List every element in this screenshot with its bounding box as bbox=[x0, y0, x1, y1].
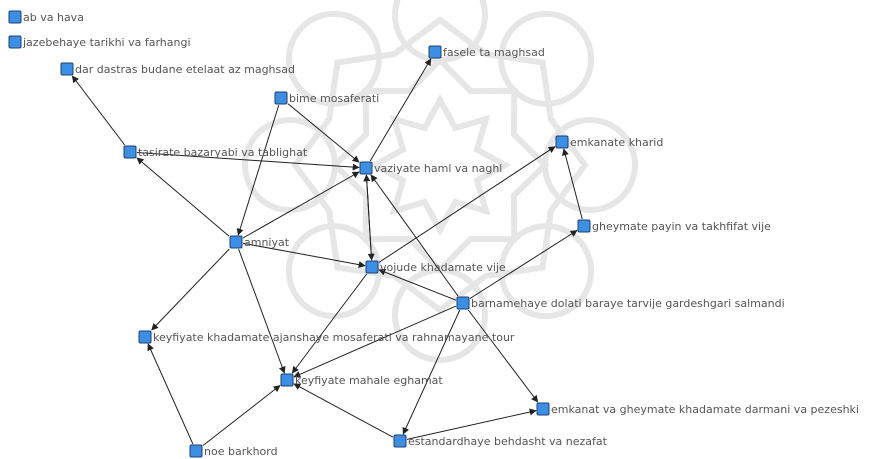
edges-layer bbox=[71, 58, 583, 446]
node-vaziyate[interactable]: vaziyate haml va naghl bbox=[359, 161, 502, 175]
node-label: ab va hava bbox=[23, 11, 84, 24]
node-jazebehaye[interactable]: jazebehaye tarikhi va farhangi bbox=[8, 35, 191, 49]
edge-vojude-to-emkanate_kharid bbox=[378, 146, 556, 263]
edge-vaziyate-to-fasele bbox=[369, 58, 432, 162]
node-keyfiyate_mahale[interactable]: keyfiyate mahale eghamat bbox=[280, 373, 443, 387]
node-label: emkanate kharid bbox=[570, 136, 663, 149]
node-fasele[interactable]: fasele ta maghsad bbox=[428, 45, 545, 59]
node-box[interactable] bbox=[138, 330, 152, 344]
node-vojude[interactable]: vojude khadamate vije bbox=[365, 260, 506, 274]
node-box[interactable] bbox=[456, 296, 470, 310]
node-amniyat[interactable]: amniyat bbox=[229, 235, 290, 249]
watermark-petal bbox=[242, 117, 338, 213]
edge-estandardhaye-to-emkanat_gheymate bbox=[406, 408, 537, 440]
edge-amniyat-to-tasirate bbox=[136, 157, 230, 237]
node-label: vaziyate haml va naghl bbox=[374, 162, 502, 175]
node-label: dar dastras budane etelaat az maghsad bbox=[75, 63, 295, 76]
watermark-petal bbox=[498, 10, 595, 107]
node-keyfiyate_khadamate[interactable]: keyfiyate khadamate ajanshaye mosaferati… bbox=[138, 330, 515, 344]
edge-noe_barkhord-to-keyfiyate_mahale bbox=[202, 385, 281, 446]
node-box[interactable] bbox=[229, 235, 243, 249]
node-dar_dastras[interactable]: dar dastras budane etelaat az maghsad bbox=[60, 62, 295, 76]
node-label: fasele ta maghsad bbox=[443, 46, 545, 59]
nodes-layer: ab va hava jazebehaye tarikhi va farhangi… bbox=[8, 10, 859, 458]
node-noe_barkhord[interactable]: noe barkhord bbox=[189, 444, 278, 458]
node-box[interactable] bbox=[393, 434, 407, 448]
node-box[interactable] bbox=[123, 145, 137, 159]
node-gheymate[interactable]: gheymate payin va takhfifat vije bbox=[577, 219, 771, 233]
watermark-petal bbox=[542, 117, 638, 213]
edge-gheymate-to-emkanate_kharid bbox=[562, 148, 583, 220]
node-label: jazebehaye tarikhi va farhangi bbox=[22, 36, 191, 49]
node-box[interactable] bbox=[365, 260, 379, 274]
edge-bime-to-vaziyate bbox=[287, 103, 360, 163]
edge-barnamehaye-to-emkanat_gheymate bbox=[467, 309, 539, 403]
node-emkanat_gheymate[interactable]: emkanat va gheymate khadamate darmani va… bbox=[536, 402, 859, 416]
node-label: amniyat bbox=[244, 236, 290, 249]
node-box[interactable] bbox=[536, 402, 550, 416]
node-box[interactable] bbox=[577, 219, 591, 233]
edge-amniyat-to-vaziyate bbox=[242, 171, 360, 239]
node-label: noe barkhord bbox=[204, 445, 278, 458]
node-label: tasirate bazaryabi va tablighat bbox=[138, 146, 308, 159]
node-box[interactable] bbox=[60, 62, 74, 76]
node-bime[interactable]: bime mosaferati bbox=[274, 91, 379, 105]
node-estandardhaye[interactable]: estandardhaye behdasht va nezafat bbox=[393, 434, 608, 448]
node-label: vojude khadamate vije bbox=[380, 261, 506, 274]
node-label: emkanat va gheymate khadamate darmani va… bbox=[551, 403, 859, 416]
edge-tasirate-to-dar_dastras bbox=[71, 75, 126, 146]
edge-vojude-to-keyfiyate_mahale bbox=[291, 273, 368, 374]
node-label: keyfiyate khadamate ajanshaye mosaferati… bbox=[153, 331, 515, 344]
edge-barnamehaye-to-keyfiyate_mahale bbox=[293, 305, 457, 378]
node-box[interactable] bbox=[189, 444, 203, 458]
node-label: bime mosaferati bbox=[289, 92, 379, 105]
node-label: estandardhaye behdasht va nezafat bbox=[408, 435, 608, 448]
node-box[interactable] bbox=[8, 35, 22, 49]
node-emkanate_kharid[interactable]: emkanate kharid bbox=[555, 135, 663, 149]
watermark-petal bbox=[392, 267, 488, 363]
node-label: gheymate payin va takhfifat vije bbox=[592, 220, 771, 233]
node-box[interactable] bbox=[8, 10, 22, 24]
node-ab_va_hava[interactable]: ab va hava bbox=[8, 10, 84, 24]
node-box[interactable] bbox=[428, 45, 442, 59]
edge-barnamehaye-to-vaziyate bbox=[370, 174, 459, 297]
edge-amniyat-to-keyfiyate_khadamate bbox=[151, 248, 230, 331]
node-tasirate[interactable]: tasirate bazaryabi va tablighat bbox=[123, 145, 308, 159]
edge-tasirate-to-vaziyate bbox=[136, 152, 360, 171]
node-label: keyfiyate mahale eghamat bbox=[295, 374, 443, 387]
node-box[interactable] bbox=[274, 91, 288, 105]
edge-amniyat-to-vojude bbox=[242, 242, 366, 269]
edge-vaziyate-to-vojude bbox=[365, 174, 375, 261]
edge-amniyat-to-keyfiyate_mahale bbox=[238, 248, 286, 374]
edge-barnamehaye-to-estandardhaye bbox=[402, 309, 461, 435]
node-box[interactable] bbox=[359, 161, 373, 175]
watermark-petal bbox=[285, 10, 382, 107]
node-label: barnamehaye dolati baraye tarvije gardes… bbox=[471, 297, 785, 310]
edge-bime-to-amniyat bbox=[236, 104, 280, 236]
edge-estandardhaye-to-keyfiyate_mahale bbox=[293, 383, 394, 438]
node-barnamehaye[interactable]: barnamehaye dolati baraye tarvije gardes… bbox=[456, 296, 785, 310]
edge-barnamehaye-to-vojude bbox=[378, 268, 457, 301]
node-box[interactable] bbox=[280, 373, 294, 387]
watermark-petal bbox=[498, 223, 595, 320]
watermark-ring bbox=[291, 16, 589, 314]
node-box[interactable] bbox=[555, 135, 569, 149]
edge-noe_barkhord-to-keyfiyate_khadamate bbox=[147, 343, 194, 445]
edge-barnamehaye-to-gheymate bbox=[469, 230, 578, 299]
watermark-petal bbox=[392, 0, 488, 63]
